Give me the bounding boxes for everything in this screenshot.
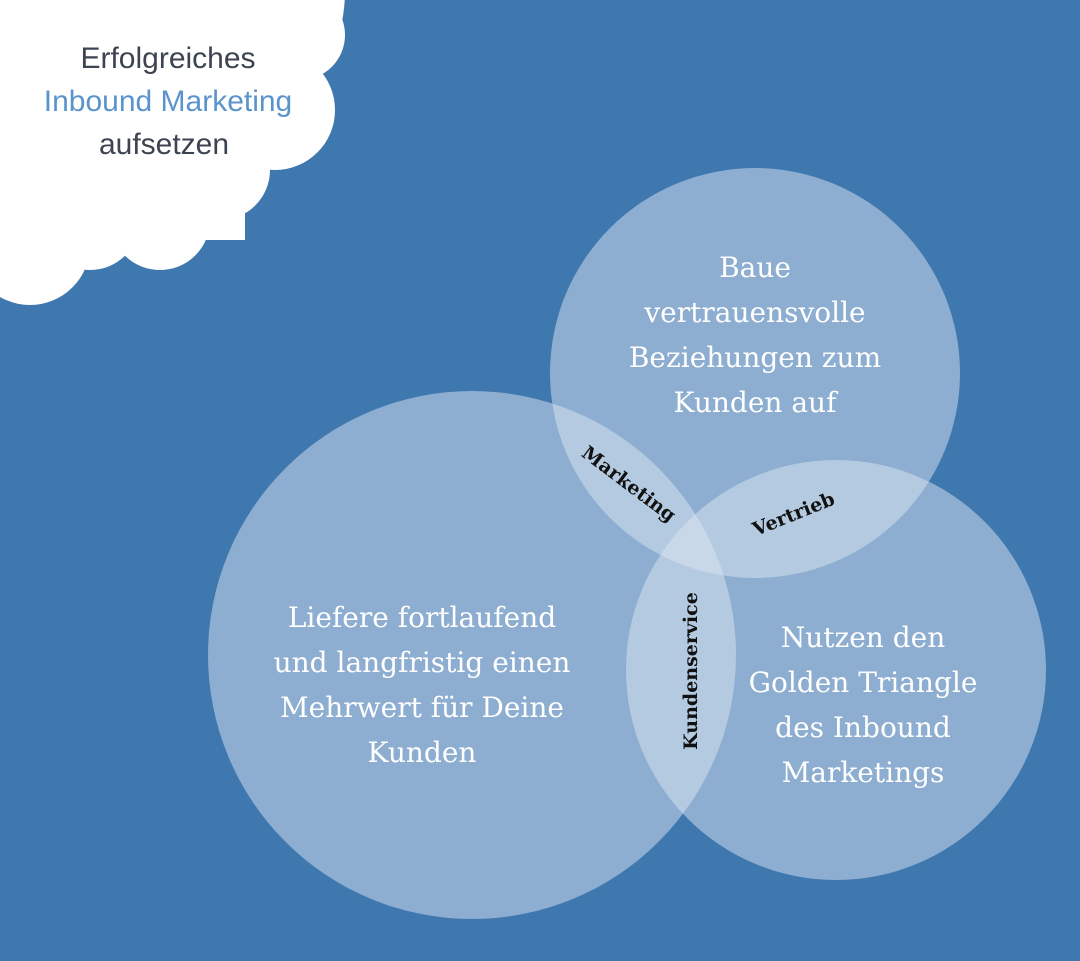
circle-text-line: Liefere fortlaufend — [288, 601, 556, 634]
headline-line-2: Inbound Marketing — [44, 85, 293, 118]
circle-text-line: vertrauensvolle — [643, 296, 865, 329]
circle-text-line: des Inbound — [775, 711, 951, 744]
circle-right — [626, 460, 1046, 880]
circle-text-line: Nutzen den — [781, 621, 946, 654]
circle-left-text: Liefere fortlaufend und langfristig einen… — [274, 601, 571, 769]
circle-text-line: Mehrwert für Deine — [280, 691, 564, 724]
circle-text-line: Beziehungen zum — [629, 341, 881, 374]
headline-line-1: Erfolgreiches — [80, 42, 255, 75]
circle-text-line: Marketings — [782, 756, 945, 789]
circle-text-line: Golden Triangle — [749, 666, 978, 699]
cloud-body — [0, 0, 245, 240]
circle-left — [208, 391, 736, 919]
circle-text-line: Kunden — [368, 736, 477, 769]
circle-text-line: Baue — [719, 251, 791, 284]
cloud-shape — [0, 0, 345, 305]
overlap-label-kundenservice: Kundenservice — [680, 592, 702, 750]
headline: Erfolgreiches Inbound Marketing aufsetze… — [44, 42, 293, 161]
headline-line-3: aufsetzen — [99, 128, 229, 161]
circle-text-line: und langfristig einen — [274, 646, 571, 679]
circle-text-line: Kunden auf — [674, 386, 840, 419]
venn-circles — [208, 168, 1046, 919]
